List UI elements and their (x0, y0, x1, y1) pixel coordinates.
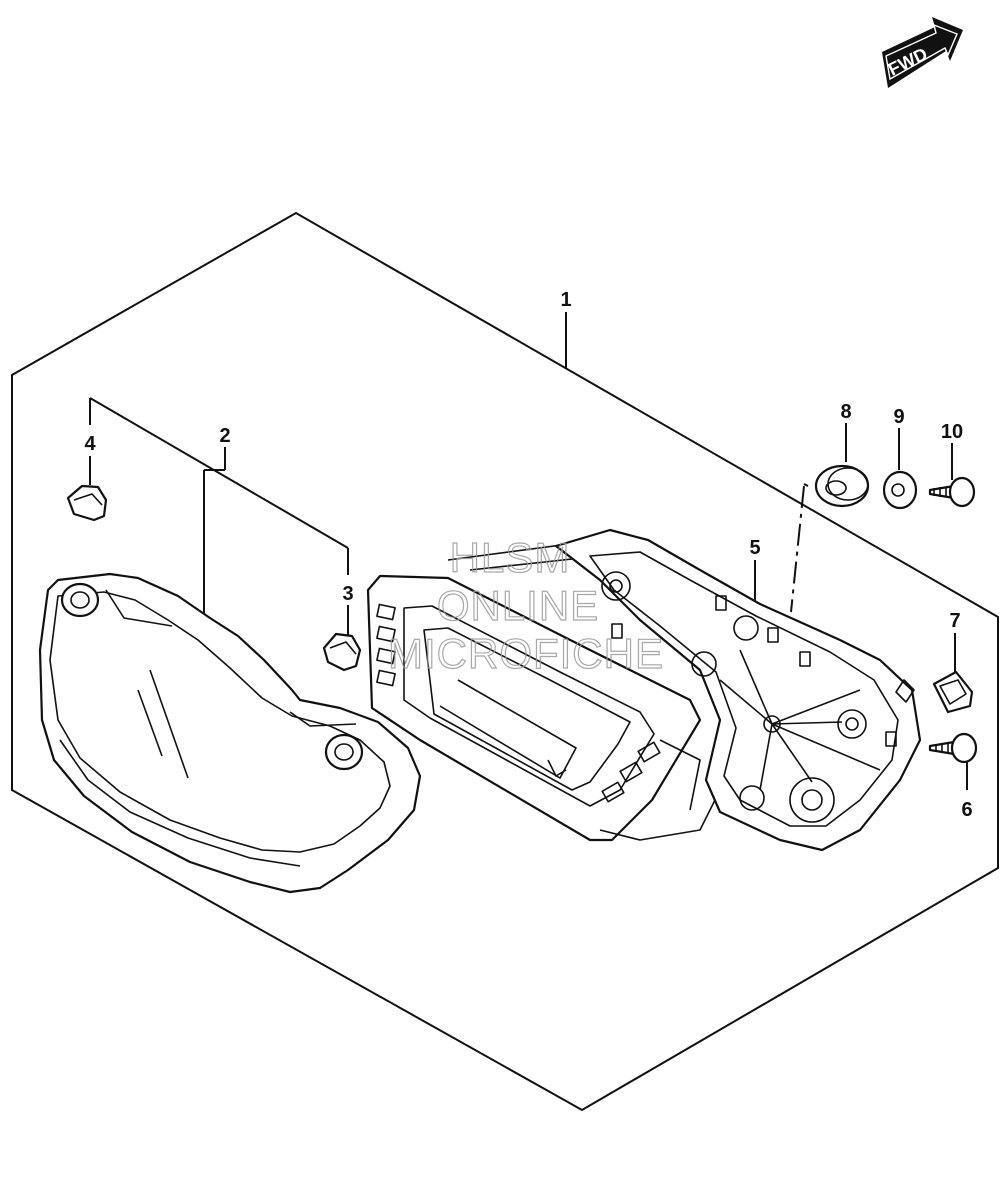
washer-part-9 (882, 470, 918, 510)
assembly-boundary (11, 211, 999, 1112)
watermark-line-3: MICROFICHE (388, 630, 664, 677)
grommet-part-8 (814, 464, 870, 508)
cap-part-3 (322, 632, 362, 672)
watermark-line-2: ONLINE (437, 582, 599, 629)
fwd-arrow-icon: FWD (882, 17, 963, 88)
watermark: HLSM ONLINE MICROFICHE (387, 533, 664, 677)
callout-10: 10 (941, 421, 963, 443)
cap-part-4 (66, 484, 108, 522)
callout-8: 8 (840, 401, 851, 423)
watermark-line-1: HLSM (450, 534, 571, 581)
callout-2: 2 (219, 425, 230, 447)
clip-nut-part-7 (932, 670, 974, 714)
screw-part-6 (928, 732, 978, 764)
callout-leaders (89, 312, 968, 790)
callout-5: 5 (749, 537, 760, 559)
callout-1: 1 (560, 289, 571, 311)
rear-housing-part-5 (554, 528, 922, 852)
callout-7: 7 (949, 610, 960, 632)
callout-3: 3 (342, 583, 353, 605)
callout-9: 9 (893, 406, 904, 428)
meter-cover-part (38, 572, 422, 894)
callout-6: 6 (961, 799, 972, 821)
screw-part-10 (928, 476, 976, 508)
callout-4: 4 (84, 433, 96, 455)
